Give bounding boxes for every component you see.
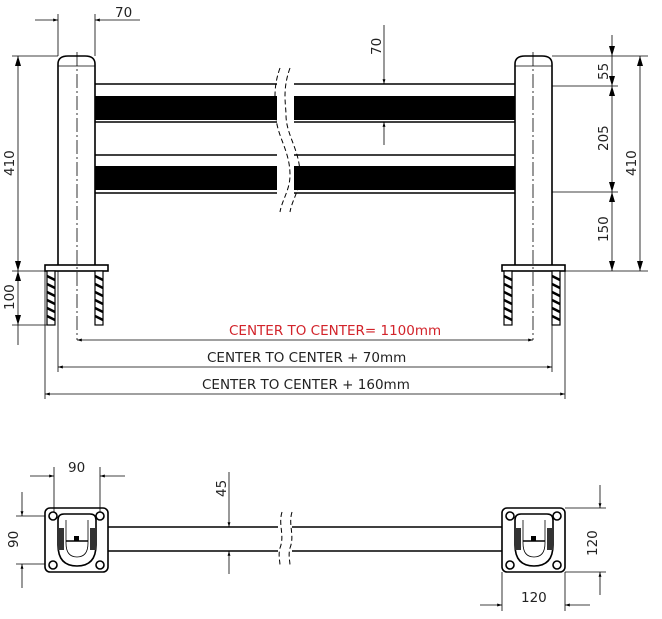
center-to-center-label: CENTER TO CENTER= 1100mm (229, 323, 441, 339)
dim-label: 90 (68, 460, 85, 476)
dim-plate-depth: 90 (6, 492, 45, 588)
dim-rail-height: 70 (369, 25, 386, 145)
center-plus-70-label: CENTER TO CENTER + 70mm (207, 350, 406, 366)
dim-label: 55 (596, 63, 612, 80)
dim-post-width: 70 (35, 5, 140, 56)
dim-right-heights: 55 205 150 410 (552, 35, 648, 272)
dim-plate-width: 90 (30, 460, 125, 512)
dim-left-heights: 410 100 (2, 55, 58, 345)
lower-rail (95, 154, 515, 194)
dim-center-to-center: CENTER TO CENTER= 1100mm CENTER TO CENTE… (44, 271, 566, 399)
dim-label: 70 (369, 38, 385, 55)
dim-label: 45 (214, 480, 230, 497)
left-post (44, 52, 109, 340)
dim-label: 120 (521, 590, 547, 606)
upper-rail (95, 83, 515, 123)
right-base-plate (501, 507, 566, 573)
right-post (501, 52, 566, 340)
break-symbol (274, 67, 301, 213)
top-rail (108, 511, 502, 567)
dim-label: 90 (6, 531, 22, 548)
dim-label: 410 (2, 150, 18, 176)
dim-label: 120 (585, 530, 601, 556)
left-base-plate (44, 507, 109, 573)
center-plus-160-label: CENTER TO CENTER + 160mm (202, 377, 410, 393)
dim-rail-width: 45 (214, 472, 231, 574)
dim-plate-right: 120 120 (480, 485, 606, 611)
dim-label: 410 (624, 150, 640, 176)
dim-label: 150 (596, 216, 612, 242)
front-view: 70 410 100 70 55 205 (2, 5, 648, 399)
dim-label: 205 (596, 125, 612, 151)
dim-label: 70 (115, 5, 132, 21)
dim-label: 100 (2, 284, 18, 310)
top-view: 90 90 45 120 120 (6, 460, 606, 611)
